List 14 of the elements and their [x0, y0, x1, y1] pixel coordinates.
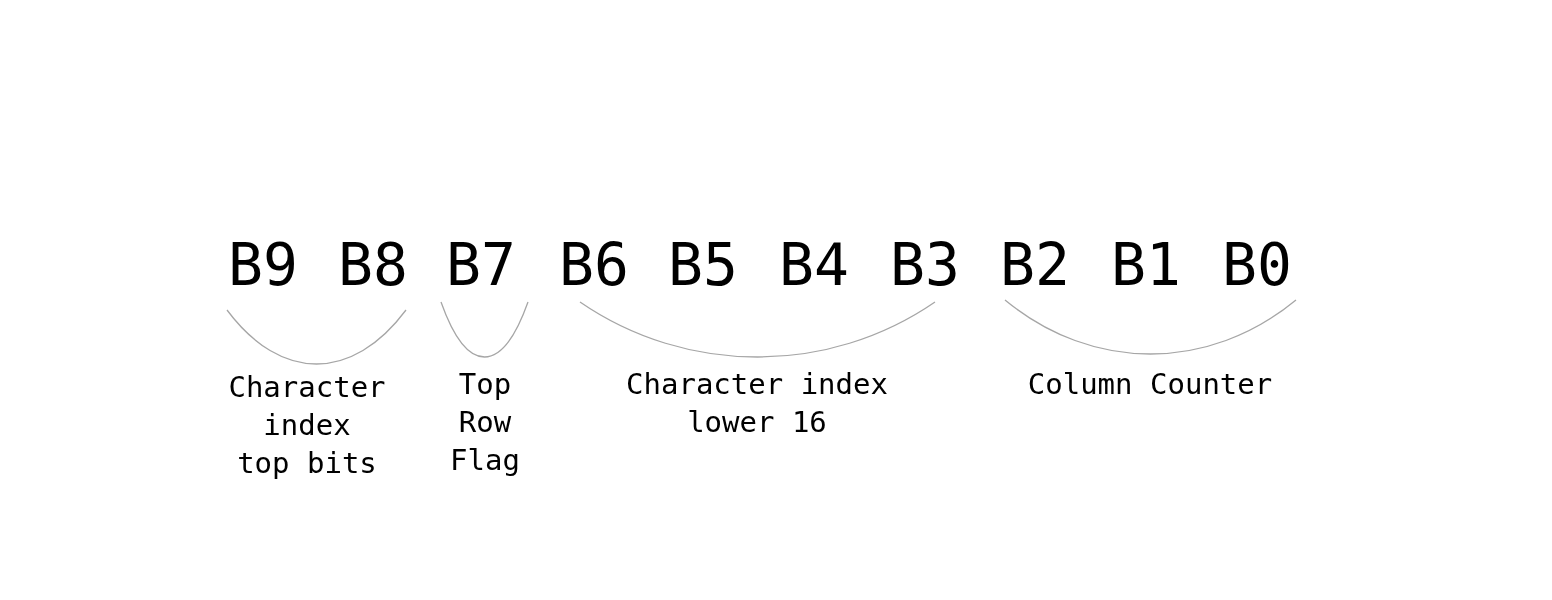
field-label: Character index top bits — [228, 369, 386, 482]
bit-label: B0 — [1222, 236, 1292, 294]
field-label: Top Row Flag — [450, 366, 520, 479]
field-label: Character index lower 16 — [626, 366, 888, 441]
bit-label: B8 — [338, 236, 408, 294]
bit-label: B4 — [779, 236, 849, 294]
bit-label: B7 — [446, 236, 516, 294]
bit-label: B1 — [1111, 236, 1181, 294]
bit-label: B3 — [890, 236, 960, 294]
bit-label: B6 — [559, 236, 629, 294]
bit-label: B5 — [668, 236, 738, 294]
bit-label: B9 — [228, 236, 298, 294]
field-label: Column Counter — [1027, 366, 1273, 403]
bit-label: B2 — [1000, 236, 1070, 294]
